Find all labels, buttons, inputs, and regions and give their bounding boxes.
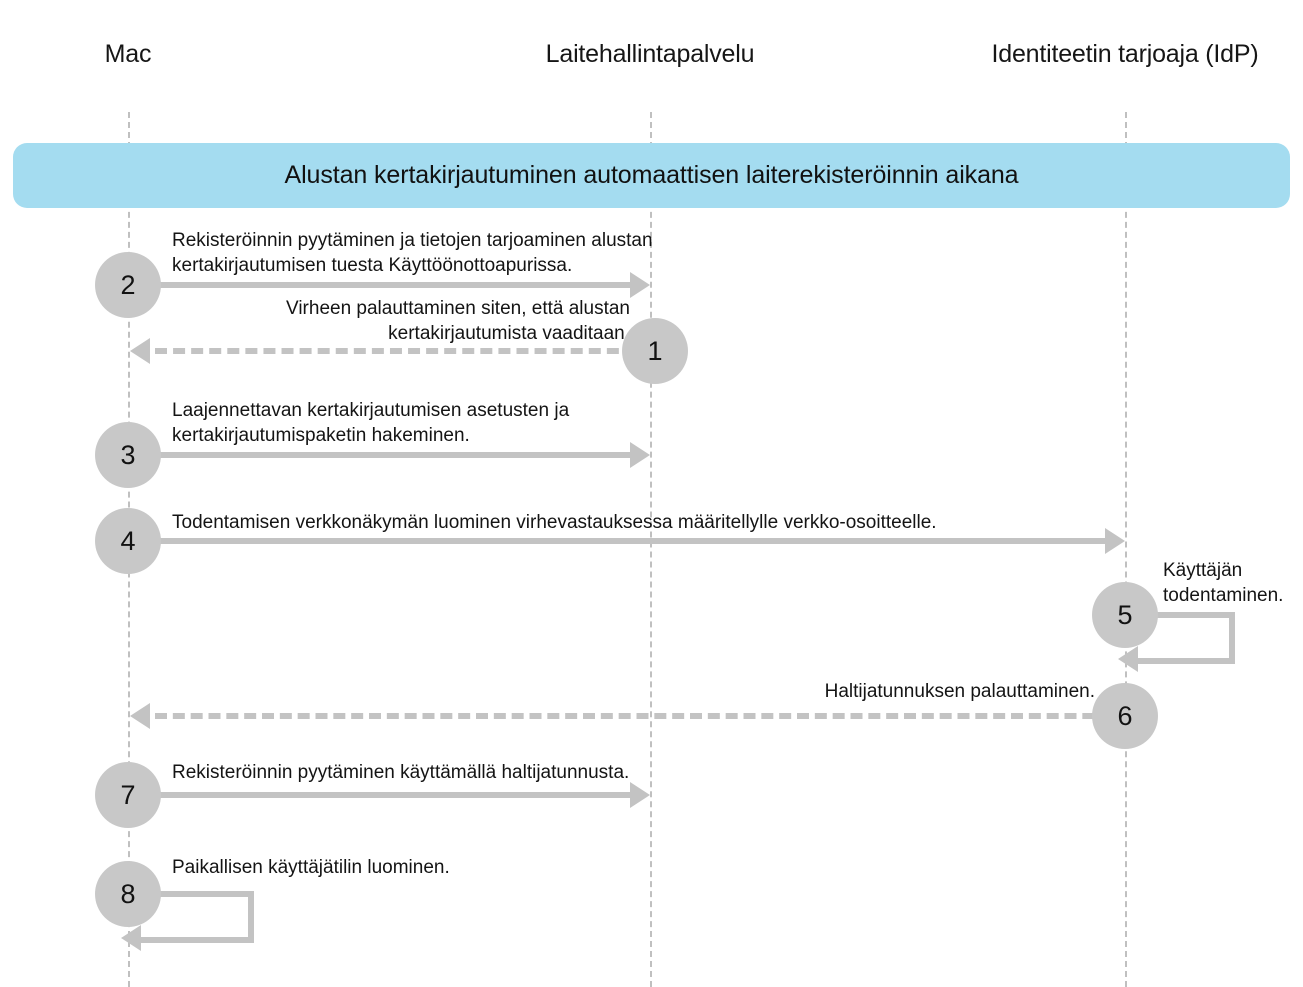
lifeline-mdm	[650, 112, 652, 987]
phase-banner: Alustan kertakirjautuminen automaattisen…	[13, 143, 1290, 208]
step-circle-5: 5	[1092, 582, 1158, 648]
arrow-head-left-1	[130, 338, 150, 364]
step-circle-2: 2	[95, 252, 161, 318]
self-loop-5	[1125, 612, 1235, 664]
step-circle-7: 7	[95, 762, 161, 828]
message-line-2	[128, 282, 640, 288]
message-label-5: Käyttäjän todentaminen.	[1163, 560, 1284, 607]
arrow-head-right-4	[1105, 528, 1125, 554]
arrow-head-left-8	[121, 925, 141, 951]
arrow-head-right-3	[630, 442, 650, 468]
message-line-6	[155, 713, 1130, 719]
lifeline-idp	[1125, 112, 1127, 987]
lane-header-mdm: Laitehallintapalvelu	[545, 40, 755, 68]
step-circle-1: 1	[622, 318, 688, 384]
message-line-4	[128, 538, 1115, 544]
step-circle-6: 6	[1092, 683, 1158, 749]
message-label-6: Haltijatunnuksen palauttaminen.	[824, 681, 1095, 702]
message-label-3: Laajennettavan kertakirjautumisen asetus…	[172, 400, 570, 447]
arrow-head-left-5	[1118, 646, 1138, 672]
message-line-1	[155, 348, 655, 354]
message-label-2: Rekisteröinnin pyytäminen ja tietojen ta…	[172, 230, 653, 277]
message-label-4: Todentamisen verkkonäkymän luominen virh…	[172, 512, 937, 533]
arrow-head-right-2	[630, 272, 650, 298]
arrow-head-right-7	[630, 782, 650, 808]
arrow-head-left-6	[130, 703, 150, 729]
phase-banner-label: Alustan kertakirjautuminen automaattisen…	[284, 161, 1019, 189]
message-label-8: Paikallisen käyttäjätilin luominen.	[172, 857, 450, 878]
message-label-1: Virheen palauttaminen siten, että alusta…	[286, 298, 630, 345]
step-circle-4: 4	[95, 508, 161, 574]
lane-header-idp: Identiteetin tarjoaja (IdP)	[991, 40, 1259, 68]
step-circle-3: 3	[95, 422, 161, 488]
message-line-7	[128, 792, 640, 798]
step-circle-8: 8	[95, 861, 161, 927]
message-label-7: Rekisteröinnin pyytäminen käyttämällä ha…	[172, 762, 630, 783]
message-line-3	[128, 452, 640, 458]
lane-header-mac: Mac	[104, 40, 152, 68]
self-loop-8	[128, 891, 254, 943]
